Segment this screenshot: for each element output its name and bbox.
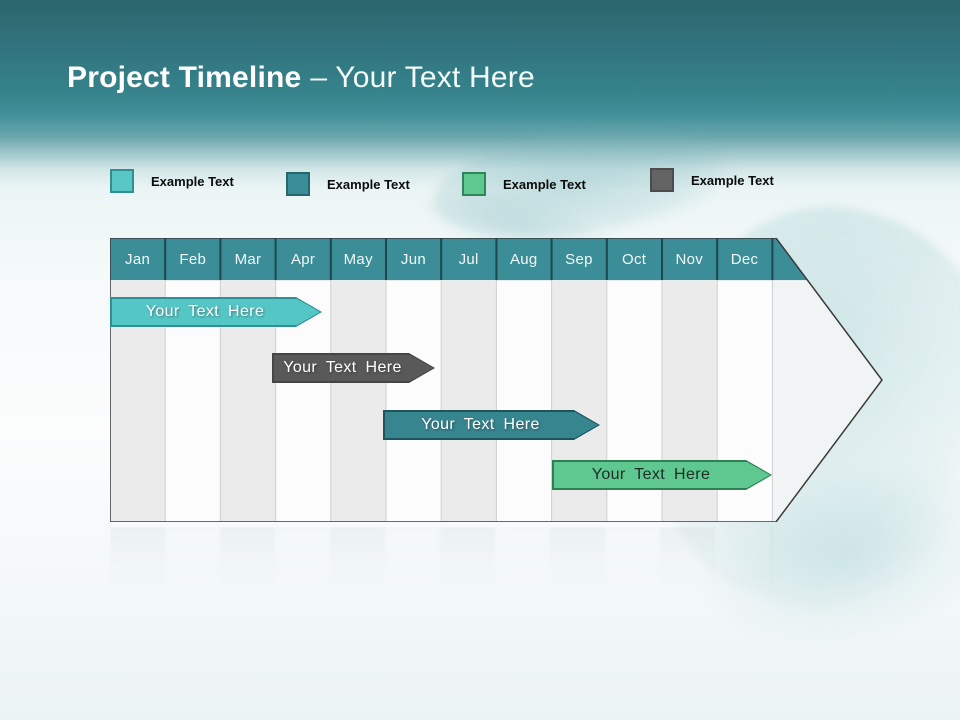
- legend-label: Example Text: [327, 176, 410, 192]
- gantt-bar-label: Your Text Here: [591, 466, 711, 483]
- legend-swatch: [462, 172, 486, 196]
- legend-swatch: [286, 172, 310, 196]
- gantt-bar-fill: [554, 462, 770, 488]
- gantt-bar-label: Your Text Here: [145, 303, 265, 320]
- month-cell: Dec: [730, 250, 759, 268]
- legend-swatch: [110, 169, 134, 193]
- month-cell: Jan: [125, 250, 151, 268]
- gantt-bar-fill: [274, 355, 433, 381]
- gantt-bar-label: Your Text Here: [283, 359, 402, 376]
- month-header-row: Jan Feb Mar Apr May Jun Jul Aug Sep Oct Nov Dec: [110, 238, 772, 280]
- gantt-bar: Your Text Here: [552, 460, 772, 490]
- legend-item: Example Text: [286, 172, 410, 196]
- timeline-arrow: Jan Feb Mar Apr May Jun Jul Aug Sep Oct Nov Dec You…: [110, 238, 896, 522]
- legend-item: Example Text: [650, 168, 774, 192]
- month-cell: Apr: [290, 250, 316, 268]
- gantt-bar-label: Your Text Here: [421, 416, 540, 433]
- legend-label: Example Text: [503, 176, 586, 192]
- gantt-bar-fill: [112, 299, 320, 325]
- month-cell: Jun: [400, 250, 426, 268]
- month-cell: May: [343, 250, 373, 268]
- legend-label: Example Text: [691, 172, 774, 188]
- month-cell: Jul: [458, 250, 479, 268]
- month-cell: Nov: [675, 250, 704, 268]
- legend-label: Example Text: [151, 173, 234, 189]
- legend-item: Example Text: [110, 169, 234, 193]
- gantt-bar: Your Text Here: [110, 297, 322, 327]
- page-title-main: Project Timeline: [67, 61, 302, 94]
- month-cell: Oct: [622, 250, 647, 268]
- table-reflection: [110, 527, 774, 612]
- page-title-suffix: – Your Text Here: [310, 61, 535, 94]
- month-cell: Sep: [565, 250, 593, 268]
- month-cell: Feb: [179, 250, 207, 268]
- gantt-bar: Your Text Here: [383, 410, 600, 440]
- month-cell: Aug: [509, 250, 538, 268]
- gantt-bar: Your Text Here: [272, 353, 435, 383]
- month-cell: Mar: [234, 250, 262, 268]
- page-title: Project Timeline– Your Text Here: [67, 60, 535, 96]
- gantt-bar-fill: [385, 412, 598, 438]
- legend-item: Example Text: [462, 172, 586, 196]
- legend-swatch: [650, 168, 674, 192]
